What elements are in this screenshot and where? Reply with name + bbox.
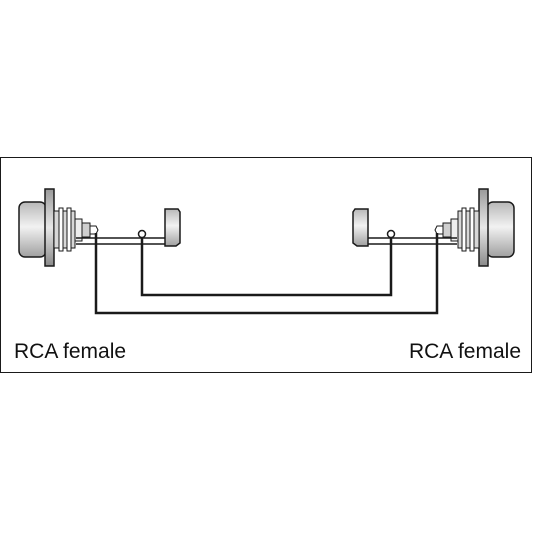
diagram-frame <box>0 157 532 373</box>
right-connector-label: RCA female <box>408 340 521 363</box>
left-rca-connector <box>18 188 181 267</box>
ground-wire <box>94 233 439 315</box>
right-connector-cap <box>486 201 515 258</box>
left-connector-cap <box>18 201 47 258</box>
right-connector-flange <box>478 188 489 267</box>
left-connector-flange <box>44 188 55 267</box>
right-rca-connector <box>352 188 515 267</box>
signal-wire <box>140 238 393 297</box>
left-connector-label: RCA female <box>14 340 127 363</box>
